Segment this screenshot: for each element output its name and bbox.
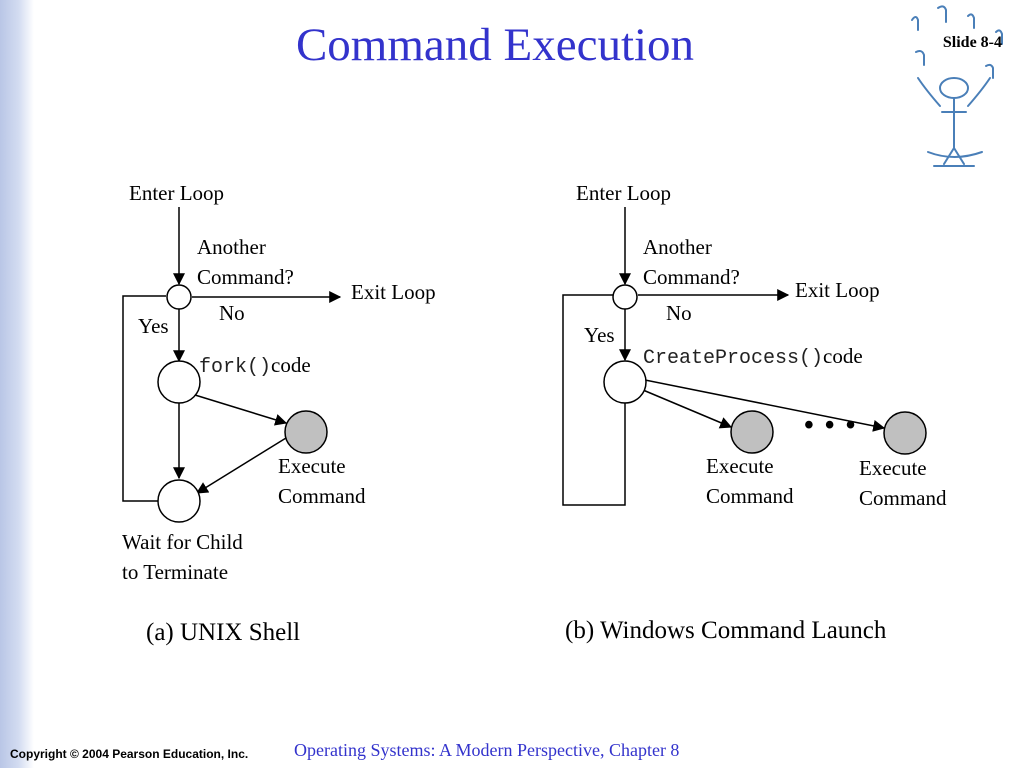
unix-execute-node — [284, 410, 328, 454]
juggler-logo-icon — [911, 5, 1003, 167]
win-yes-label: Yes — [584, 323, 615, 347]
win-createprocess-code-label: CreateProcess()code — [643, 341, 863, 374]
fork-function-name: fork() — [199, 356, 272, 379]
win-create-to-execute-b-arrow — [644, 379, 886, 432]
createprocess-code-word: code — [823, 344, 863, 368]
windows-caption: (b) Windows Command Launch — [565, 617, 887, 644]
slide-title: Command Execution — [295, 19, 695, 71]
win-enter-loop-label: Enter Loop — [576, 181, 672, 205]
unix-loop-back-line — [122, 295, 166, 502]
win-execute-node-a — [730, 410, 774, 454]
unix-fork-node — [157, 360, 201, 404]
unix-diagram — [122, 207, 342, 523]
book-footer: Operating Systems: A Modern Perspective,… — [294, 740, 680, 760]
createprocess-function-name: CreateProcess() — [643, 347, 824, 370]
win-command-b-label: Command — [859, 486, 947, 510]
unix-wait-node — [157, 479, 201, 523]
unix-yes-label: Yes — [138, 314, 169, 338]
unix-terminate-label: to Terminate — [122, 560, 229, 584]
left-gradient-band — [0, 0, 34, 768]
win-loop-back-line — [562, 294, 626, 506]
unix-exit-loop-label: Exit Loop — [351, 280, 436, 304]
win-no-label: No — [666, 301, 692, 325]
unix-decision-node — [166, 284, 192, 310]
fork-code-word: code — [271, 353, 311, 377]
win-create-to-execute-a-arrow — [642, 389, 733, 429]
unix-enter-loop-label: Enter Loop — [129, 181, 225, 205]
win-exit-loop-label: Exit Loop — [795, 278, 880, 302]
win-execute-b-label: Execute — [859, 456, 927, 480]
unix-command-label: Command — [278, 484, 366, 508]
unix-wait-label: Wait for Child — [122, 530, 243, 554]
unix-no-label: No — [219, 301, 245, 325]
unix-another-label: Another — [197, 235, 266, 259]
unix-fork-code-label: fork()code — [199, 350, 311, 383]
win-create-node — [603, 360, 647, 404]
more-processes-ellipsis: • • • — [804, 410, 858, 441]
unix-execute-to-wait-arrow — [195, 437, 287, 494]
win-command-question-label: Command? — [643, 265, 740, 289]
windows-diagram — [562, 207, 927, 506]
copyright-notice: Copyright © 2004 Pearson Education, Inc. — [10, 747, 249, 761]
win-execute-a-label: Execute — [706, 454, 774, 478]
win-command-a-label: Command — [706, 484, 794, 508]
unix-command-question-label: Command? — [197, 265, 294, 289]
unix-caption: (a) UNIX Shell — [146, 619, 301, 646]
unix-fork-to-execute-arrow — [194, 394, 288, 426]
slide-number: Slide 8-4 — [942, 34, 1002, 51]
unix-execute-label: Execute — [278, 454, 346, 478]
win-execute-node-b — [883, 411, 927, 455]
win-decision-node — [612, 284, 638, 310]
win-another-label: Another — [643, 235, 712, 259]
